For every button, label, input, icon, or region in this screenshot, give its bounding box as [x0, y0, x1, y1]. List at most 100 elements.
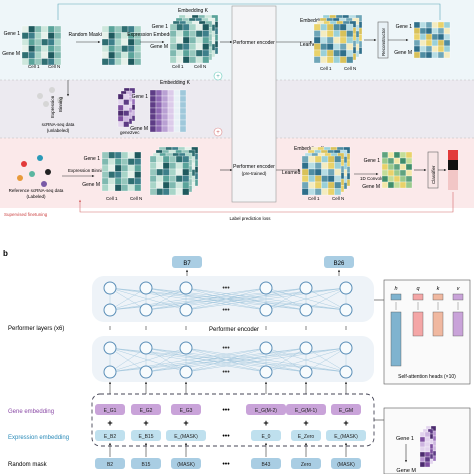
classifier-label: Classifier: [431, 165, 436, 184]
matrix-cell: [339, 30, 347, 38]
expression-token: [95, 430, 125, 441]
mask-token: [291, 458, 321, 469]
matrix-cell: [134, 164, 142, 172]
matrix-cell: [54, 38, 62, 46]
matrix-cell: [437, 45, 445, 53]
matrix-cell: [308, 175, 316, 183]
matrix-cell: [149, 101, 157, 109]
matrix-cell: [149, 175, 157, 183]
layer-node: [299, 281, 313, 295]
matrix-cell: [149, 168, 157, 176]
matrix-cell: [419, 431, 426, 438]
layer-node: [103, 281, 117, 295]
plus-icon: +: [343, 418, 348, 428]
matrix-cell: [169, 188, 177, 196]
embedding-stack: [169, 14, 219, 64]
matrix-cell: [339, 23, 347, 31]
head-matrix: [452, 311, 464, 337]
label-gene1: Gene 1: [4, 31, 21, 37]
mask-token-label: (MASK): [337, 462, 355, 468]
matrix-cell: [179, 89, 187, 97]
matrix-cell: [419, 27, 427, 35]
layer-node: [179, 365, 193, 379]
matrix-cell: [413, 39, 421, 47]
matrix-cell: [425, 21, 433, 29]
matrix-cell: [117, 99, 124, 106]
gene-token-label: E_G2: [140, 408, 153, 414]
matrix-cell: [114, 38, 122, 46]
matrix-cell: [134, 45, 142, 53]
plus-icon: +: [216, 74, 220, 80]
matrix-cell: [121, 45, 129, 53]
matrix-cell: [179, 119, 187, 127]
layer-node: [259, 365, 273, 379]
matrix-cell: [176, 56, 184, 64]
matrix-cell: [101, 184, 109, 192]
matrix-cell: [381, 163, 389, 171]
matrix-cell: [123, 104, 130, 111]
layer-node: [299, 303, 313, 317]
matrix-cell: [134, 58, 142, 66]
label-scrna-unlabeled-sub: (unlabeled): [47, 128, 70, 133]
matrix-cell: [162, 155, 170, 163]
matrix-cell: [399, 181, 407, 189]
layer-node: [299, 341, 313, 355]
matrix-cell: [387, 163, 395, 171]
matrix-cell: [41, 51, 49, 59]
label-swatch: [448, 170, 458, 180]
matrix-cell: [101, 164, 109, 172]
matrix-cell: [117, 110, 124, 117]
matrix-cell: [419, 436, 426, 443]
matrix-cell: [381, 181, 389, 189]
matrix-cell: [182, 56, 190, 64]
label-genem: Gene M: [82, 182, 100, 188]
matrix-cell: [314, 162, 322, 170]
matrix-cell: [413, 33, 421, 41]
cell-dot: [41, 181, 47, 187]
matrix-cell: [114, 184, 122, 192]
matrix-cell: [28, 38, 36, 46]
dots-unlabeled: [37, 87, 63, 107]
matrix-cell: [314, 155, 322, 163]
matrix-cell: [167, 119, 175, 127]
matrix-cell: [108, 32, 116, 40]
label-genem: Gene M: [150, 44, 168, 50]
label-celln: Cell N: [332, 196, 344, 201]
matrix-cell: [182, 162, 190, 170]
matrix-cell: [108, 58, 116, 66]
matrix-cell: [101, 25, 109, 33]
matrix-cell: [175, 188, 183, 196]
label-gene-embedding: Gene embedding: [8, 409, 54, 415]
head-letter: v: [457, 286, 461, 292]
matrix-cell: [320, 49, 328, 57]
expression-token-label: E_Zero: [298, 434, 315, 440]
matrix-cell: [405, 151, 413, 159]
matrix-cell: [301, 155, 309, 163]
matrix-cell: [121, 58, 129, 66]
matrix-cell: [182, 155, 190, 163]
matrix-cell: [108, 51, 116, 59]
label-cell1: Cell 1: [320, 66, 332, 71]
matrix-cell: [173, 125, 181, 133]
matrix-cell: [387, 169, 395, 177]
matrix-cell: [334, 188, 342, 196]
expression-token: [326, 430, 366, 441]
matrix-cell: [117, 93, 124, 100]
matrix-cell: [301, 175, 309, 183]
matrix-cell: [155, 113, 163, 121]
cell-dot: [57, 97, 63, 103]
matrix-cell: [179, 101, 187, 109]
label-random-mask: Random mask: [8, 462, 48, 468]
matrix-cell: [173, 119, 181, 127]
matrix-cell: [381, 151, 389, 159]
layer-node: [339, 281, 353, 295]
attention-edge: [265, 347, 347, 373]
matrix-cell: [167, 125, 175, 133]
label-swatch: [448, 150, 458, 160]
label-gene1: Gene 1: [364, 158, 381, 164]
matrix-cell: [169, 155, 177, 163]
matrix-cell: [195, 43, 203, 51]
matrix-cell: [173, 95, 181, 103]
matrix-cell: [161, 101, 169, 109]
label-genem: Gene M: [130, 126, 148, 132]
